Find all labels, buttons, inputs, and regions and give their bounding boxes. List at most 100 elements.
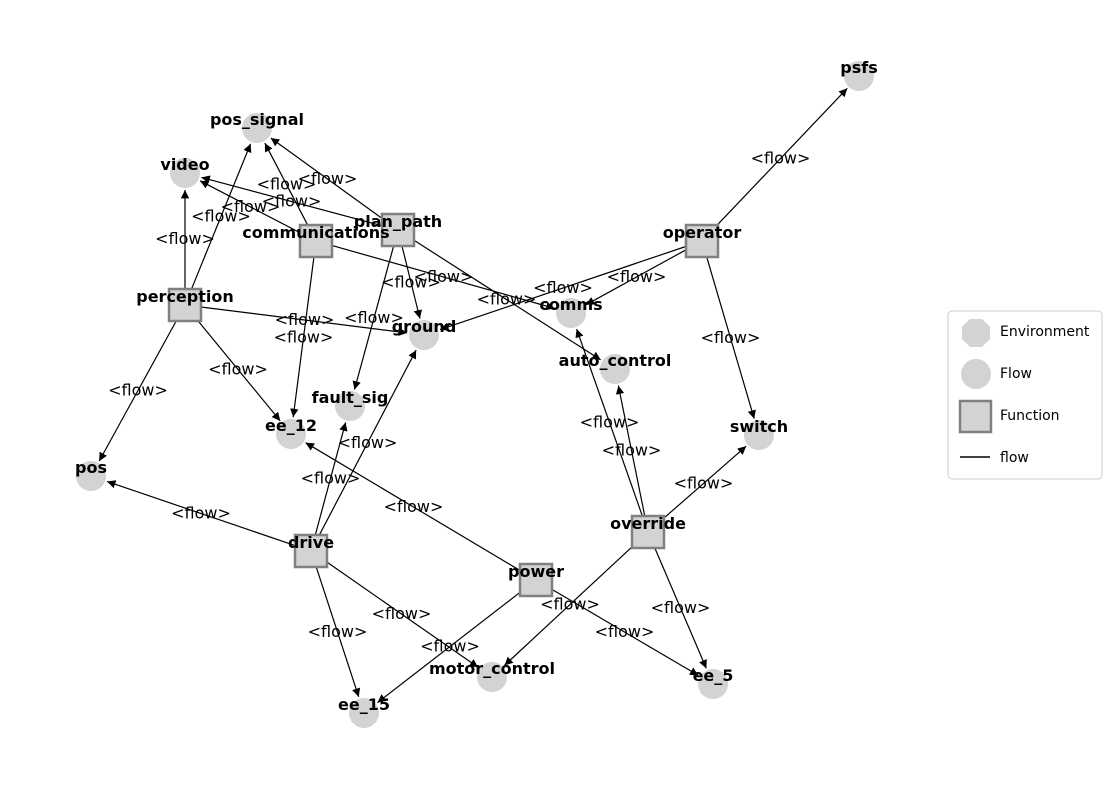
edge-label: <flow>: [308, 622, 368, 641]
edge-drive-to-ground: [317, 349, 417, 538]
edge-label: <flow>: [298, 169, 358, 188]
node-label-psfs: psfs: [840, 58, 877, 77]
node-label-pos_signal: pos_signal: [210, 110, 304, 129]
edge-label: <flow>: [257, 175, 317, 194]
flow-node-pos: [76, 461, 106, 491]
edge-label: <flow>: [262, 192, 322, 211]
edge-label: <flow>: [381, 273, 441, 292]
edge-power-to-ee_5: [549, 587, 699, 676]
node-label-override: override: [610, 514, 686, 533]
edge-perception-to-ee_12: [194, 316, 281, 422]
edge-label: <flow>: [338, 433, 398, 452]
node-label-ee_5: ee_5: [693, 666, 734, 685]
edge-label: <flow>: [651, 598, 711, 617]
edge-label: <flow>: [171, 504, 231, 523]
function-node-override: [630, 514, 666, 550]
edge-plan_path-to-pos_signal: [270, 137, 386, 222]
flow-node-ee_12: [276, 419, 306, 449]
flow-node-ground: [409, 320, 439, 350]
flow-node-ee_15: [349, 698, 379, 728]
flow-node-ee_5: [698, 669, 728, 699]
function-node-drive: [293, 533, 329, 569]
node-label-power: power: [508, 562, 564, 581]
node-label-plan_path: plan_path: [354, 212, 442, 231]
edge-communications-to-ee_12: [290, 256, 315, 418]
node-label-perception: perception: [136, 287, 234, 306]
nodes-layer: [76, 61, 874, 728]
legend-flow-edge-label: flow: [1000, 450, 1029, 466]
function-node-power: [518, 562, 554, 598]
edge-drive-to-ee_15: [315, 566, 361, 698]
edge-label: <flow>: [414, 267, 474, 286]
edge-label: <flow>: [155, 229, 215, 248]
edge-label: <flow>: [533, 278, 593, 297]
node-label-comms: comms: [539, 295, 602, 314]
edge-operator-to-psfs: [712, 87, 848, 230]
edge-label: <flow>: [372, 604, 432, 623]
edge-power-to-ee_15: [377, 589, 524, 704]
flow-node-comms: [556, 298, 586, 328]
legend-flow-label: Flow: [1000, 366, 1032, 382]
edges-layer: [98, 87, 848, 704]
edge-label: <flow>: [275, 310, 335, 329]
node-label-ee_12: ee_12: [265, 416, 317, 435]
edge-label: <flow>: [191, 207, 251, 226]
edge-label: <flow>: [580, 413, 640, 432]
node-label-communications: communications: [242, 223, 389, 242]
node-label-fault_sig: fault_sig: [312, 388, 389, 407]
edge-label: <flow>: [221, 197, 281, 216]
flow-node-video: [170, 158, 200, 188]
edge-drive-to-pos: [106, 480, 297, 547]
edge-label: <flow>: [208, 360, 268, 379]
edge-label: <flow>: [607, 267, 667, 286]
function-node-plan_path: [380, 212, 416, 248]
node-label-auto_control: auto_control: [559, 351, 672, 370]
node-label-switch: switch: [730, 417, 788, 436]
node-label-motor_control: motor_control: [429, 659, 555, 678]
function-node-communications: [298, 223, 334, 259]
edge-communications-to-comms: [331, 244, 555, 311]
legend-function-label: Function: [1000, 408, 1060, 424]
edge-label: <flow>: [108, 381, 168, 400]
edge-communications-to-video: [199, 180, 303, 235]
edge-label: <flow>: [344, 308, 404, 327]
legend-flow-marker: [961, 359, 991, 389]
legend: Environment Flow Function flow: [947, 310, 1103, 480]
edge-plan_path-to-video: [201, 175, 383, 227]
flow-node-auto_control: [600, 354, 630, 384]
edge-label: <flow>: [602, 441, 662, 460]
node-label-pos: pos: [75, 458, 107, 477]
edge-power-to-ee_12: [305, 442, 523, 573]
function-node-operator: [684, 223, 720, 259]
node-label-operator: operator: [663, 223, 742, 242]
edge-label: <flow>: [674, 474, 734, 493]
legend-environment-label: Environment: [1000, 324, 1090, 340]
edge-label: <flow>: [540, 595, 600, 614]
edge-plan_path-to-ground: [401, 245, 422, 319]
edge-override-to-switch: [659, 445, 747, 522]
edge-label: <flow>: [595, 622, 655, 641]
edge-perception-to-pos: [98, 318, 178, 462]
flow-node-fault_sig: [335, 391, 365, 421]
edge-operator-to-comms: [585, 248, 689, 306]
edge-override-to-motor_control: [504, 542, 637, 666]
edge-label: <flow>: [701, 328, 761, 347]
edge-operator-to-ground: [439, 245, 688, 331]
edge-override-to-comms: [575, 328, 644, 518]
edge-label: <flow>: [477, 290, 537, 309]
edge-override-to-ee_5: [653, 546, 707, 669]
edge-plan_path-to-auto_control: [411, 238, 602, 361]
legend-environment-marker: [962, 319, 990, 347]
edge-label: <flow>: [384, 497, 444, 516]
edge-plan_path-to-fault_sig: [352, 245, 395, 390]
edge-perception-to-pos_signal: [190, 143, 252, 291]
flow-node-switch: [744, 420, 774, 450]
edge-perception-to-ground: [200, 306, 408, 337]
edge-labels-layer: <flow><flow><flow><flow><flow><flow><flo…: [108, 149, 810, 656]
node-label-video: video: [160, 155, 209, 174]
edge-drive-to-motor_control: [323, 559, 479, 668]
legend-function-marker: [958, 399, 993, 434]
edge-communications-to-pos_signal: [264, 142, 310, 228]
